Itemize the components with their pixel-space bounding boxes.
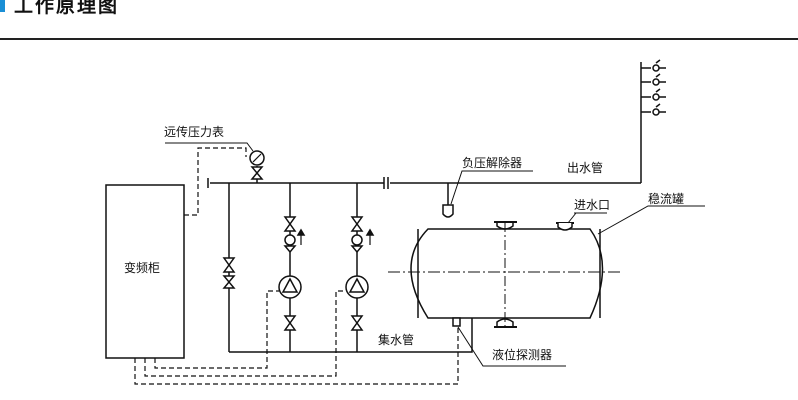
level-detector-label: 液位探测器 (492, 347, 552, 362)
level-detector-icon (452, 317, 461, 327)
header-divider (0, 38, 798, 40)
header-accent-bar (0, 0, 5, 12)
pump-branch-1 (278, 183, 306, 352)
inlet-label: 进水口 (574, 198, 610, 212)
remote-pressure-gauge-assembly (249, 150, 265, 183)
signal-lines (134, 147, 459, 385)
pump-branch-2 (345, 183, 375, 352)
stabilizer-tank-label: 稳流罐 (648, 191, 684, 206)
collecting-pipe-label: 集水管 (378, 332, 414, 347)
vacuum-suppressor-label: 负压解除器 (462, 155, 522, 170)
suppressor-leader (450, 170, 533, 205)
vfd-cabinet-label: 变频柜 (124, 260, 160, 275)
outlet-taps (641, 59, 666, 116)
page-header: 工作原理图 (0, 0, 798, 40)
detector-leader (457, 326, 566, 367)
remote-pressure-gauge-label: 远传压力表 (164, 124, 224, 139)
stabilizer-tank (388, 221, 622, 328)
pump1-control-line (154, 290, 279, 369)
bypass-line (222, 183, 236, 352)
gauge-signal-line (184, 147, 247, 216)
outlet-pipe-label: 出水管 (567, 160, 603, 175)
pump2-control-line (144, 290, 346, 377)
collecting-pipe (229, 318, 473, 353)
vacuum-suppressor (442, 183, 454, 218)
detector-signal-line (134, 326, 459, 385)
gauge-leader (165, 142, 254, 152)
inlet-port (556, 212, 577, 231)
tank-leader (597, 205, 705, 235)
page-title: 工作原理图 (14, 0, 120, 17)
